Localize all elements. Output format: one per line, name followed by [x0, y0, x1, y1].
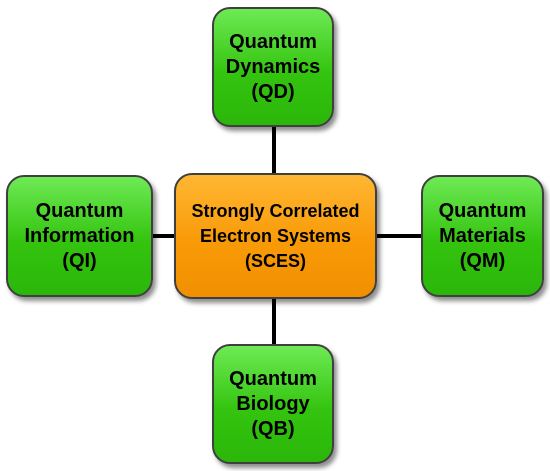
node-quantum-dynamics-line-1: Quantum [229, 30, 317, 53]
node-quantum-materials-line-3: (QM) [459, 249, 506, 272]
node-quantum-dynamics-line-3: (QD) [251, 80, 295, 103]
node-quantum-biology-line-1: Quantum [229, 367, 317, 390]
node-quantum-biology-line-3: (QB) [251, 417, 295, 440]
connector-top [272, 125, 276, 175]
node-quantum-biology: Quantum Biology (QB) [212, 344, 334, 464]
center-line-3: (SCES) [244, 250, 306, 271]
center-line-2: Electron Systems [199, 225, 352, 246]
node-quantum-materials-line-2: Materials [439, 224, 526, 247]
node-strongly-correlated-electron-systems: Strongly Correlated Electron Systems (SC… [174, 173, 377, 299]
node-quantum-information: Quantum Information (QI) [6, 175, 153, 297]
connector-right [375, 234, 425, 238]
node-quantum-information-line-1: Quantum [35, 199, 124, 222]
node-quantum-biology-line-2: Biology [236, 392, 310, 415]
node-quantum-materials-line-1: Quantum [438, 199, 527, 222]
connector-bottom [272, 298, 276, 348]
node-quantum-information-line-3: (QI) [62, 249, 97, 272]
node-quantum-dynamics: Quantum Dynamics (QD) [212, 7, 334, 127]
connector-left [150, 234, 178, 238]
center-line-1: Strongly Correlated [191, 200, 360, 221]
node-quantum-materials: Quantum Materials (QM) [421, 175, 544, 297]
node-quantum-information-line-2: Information [24, 224, 135, 247]
node-quantum-dynamics-line-2: Dynamics [225, 55, 321, 78]
